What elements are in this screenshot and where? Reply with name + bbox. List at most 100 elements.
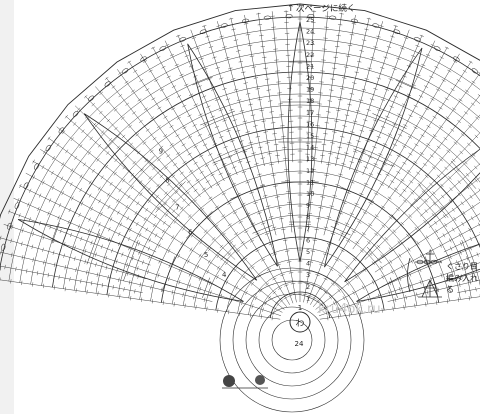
stitch-tick	[219, 173, 223, 175]
stitch-tick	[157, 125, 161, 128]
magic-ring-label: わ	[295, 318, 304, 329]
side-row-number: 4	[222, 271, 227, 279]
stitch-tick	[420, 35, 424, 37]
stitch-tick	[440, 244, 442, 248]
stitch-tick	[177, 117, 181, 119]
stitch-tick	[445, 47, 449, 49]
stitch-tick	[284, 297, 288, 299]
stitch-tick	[430, 155, 433, 158]
stitch-tick	[89, 218, 91, 222]
page-shadow	[0, 0, 14, 414]
stitch-tick	[414, 127, 418, 129]
stitch-tick	[423, 220, 426, 223]
stitch-tick	[222, 193, 226, 195]
stitch-tick	[164, 116, 168, 118]
stitch-tick	[245, 291, 247, 295]
legend-cluster-icon	[418, 280, 442, 297]
stitch-tick	[174, 220, 177, 223]
stitch-tick	[88, 151, 91, 154]
stitch-tick	[435, 229, 437, 233]
row-number: 9	[306, 202, 310, 210]
stitch-tick	[122, 179, 125, 182]
stitch-tick	[194, 189, 197, 192]
stitch-tick	[217, 255, 220, 258]
stitch-column	[444, 186, 480, 252]
row-number: 13	[306, 155, 314, 163]
stitch-tick	[131, 186, 134, 189]
stitch-tick	[187, 180, 190, 183]
stitch-tick	[38, 207, 40, 211]
stitch-tick	[110, 182, 113, 186]
stitch-lines	[0, 4, 480, 412]
stitch-tick	[167, 76, 171, 78]
stitch-tick	[140, 193, 143, 196]
row-number: 1	[306, 294, 310, 302]
stitch-tick	[219, 136, 223, 138]
stitch-tick	[19, 184, 21, 188]
picot-loop	[104, 81, 111, 88]
stitch-tick	[446, 117, 450, 120]
stitch-tick	[454, 217, 456, 221]
stitch-tick	[105, 77, 108, 80]
stitch-tick	[394, 188, 398, 191]
stitch-tick	[139, 79, 143, 81]
stitch-tick	[193, 124, 197, 126]
stitch-tick	[355, 203, 359, 205]
row-number: 16	[306, 120, 314, 128]
stitch-tick	[139, 120, 142, 123]
stitch-tick	[176, 134, 180, 136]
stitch-tick	[108, 227, 110, 231]
stitch-tick	[118, 232, 120, 236]
stitch-tick	[43, 150, 45, 154]
motif-rung	[105, 134, 120, 150]
row-number: 4	[306, 260, 310, 268]
stitch-tick	[362, 286, 364, 290]
stitch-tick	[394, 96, 398, 98]
stitch-tick	[132, 111, 135, 114]
stitch-tick	[385, 116, 389, 118]
stitch-tick	[29, 189, 31, 193]
stitch-tick	[136, 202, 139, 206]
picot-loop	[264, 16, 271, 20]
watermark: kru4ok.ru	[318, 302, 381, 317]
stitch-tick	[193, 75, 197, 77]
stitch-tick	[397, 114, 401, 116]
stitch-tick	[244, 231, 248, 233]
stitch-tick	[199, 254, 201, 258]
stitch-tick	[411, 55, 415, 57]
stitch-tick	[435, 66, 439, 68]
stitch-tick	[163, 221, 166, 225]
row-number: 19	[306, 86, 314, 94]
stitch-tick	[409, 115, 413, 117]
stitch-tick	[329, 268, 333, 270]
row-arc	[42, 61, 480, 286]
motif-rung	[392, 214, 417, 242]
stitch-tick	[144, 108, 148, 111]
stitch-tick	[239, 221, 243, 223]
stitch-tick	[133, 70, 137, 72]
row-number: 6	[306, 236, 310, 244]
stitch-tick	[434, 221, 437, 225]
round-ring	[233, 281, 351, 399]
stitch-tick	[408, 248, 410, 252]
stitch-tick	[369, 173, 373, 175]
stitch-tick	[99, 222, 101, 226]
stitch-tick	[108, 205, 110, 209]
stitch-tick	[359, 193, 363, 195]
stitch-tick	[183, 127, 187, 129]
stitch-tick	[180, 45, 184, 47]
stitch-tick	[341, 250, 345, 252]
stitch-tick	[390, 260, 392, 264]
stitch-tick	[241, 203, 245, 205]
stitch-tick	[391, 270, 393, 274]
round-ring	[220, 268, 364, 412]
stitch-column	[95, 87, 287, 307]
stitch-tick	[398, 86, 402, 88]
stitch-tick	[78, 224, 80, 228]
stitch-tick	[226, 280, 228, 284]
stitch-tick	[107, 193, 109, 197]
stitch-tick	[110, 217, 112, 221]
stitch-tick	[403, 189, 406, 192]
stitch-tick	[52, 156, 54, 160]
stitch-tick	[188, 115, 192, 117]
